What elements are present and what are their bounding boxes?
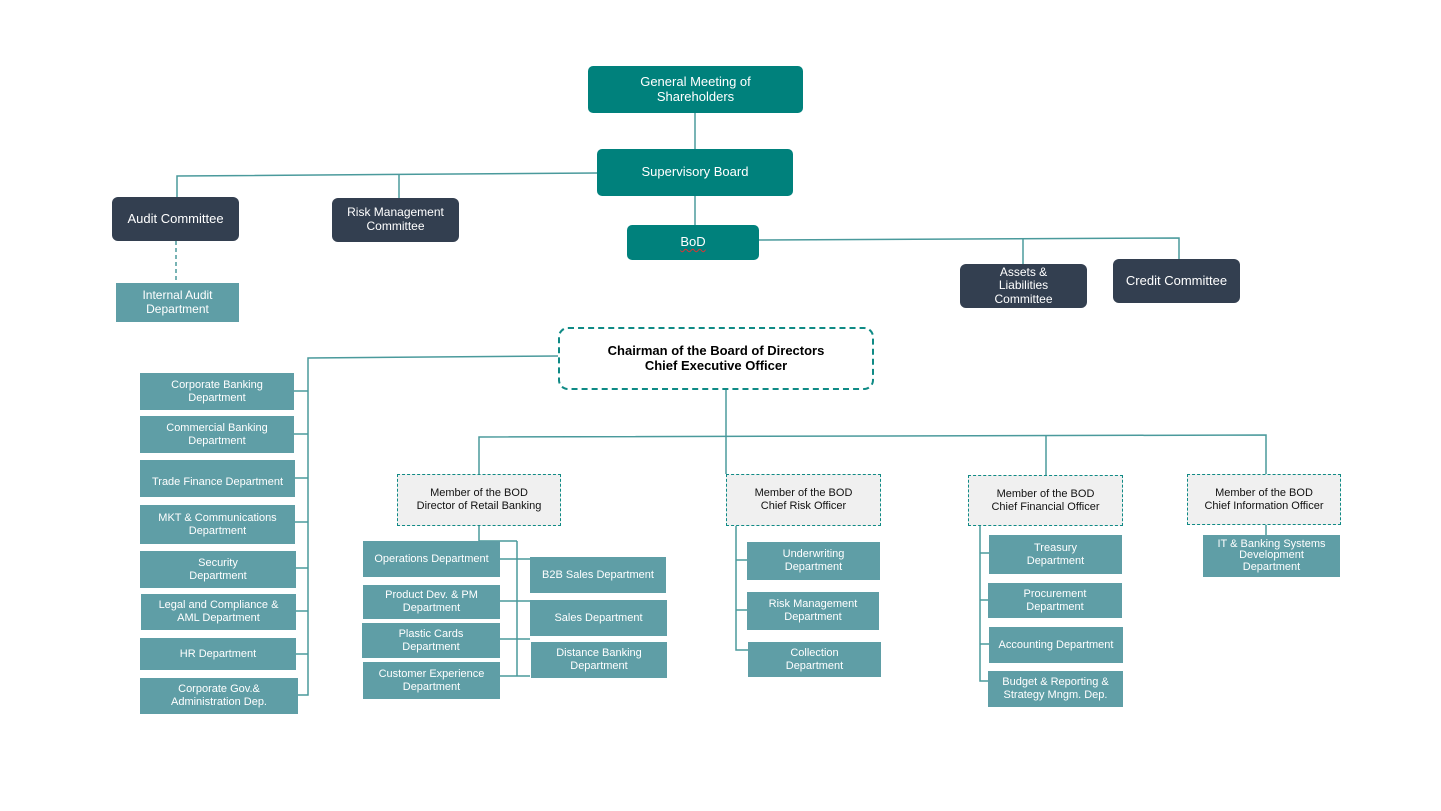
risk-management-committee-box: Risk Management Committee: [332, 198, 459, 242]
ceo-department: Commercial Banking Department: [140, 416, 294, 453]
cio-box: Member of the BOD Chief Information Offi…: [1187, 474, 1341, 525]
retail-department: Customer Experience Department: [363, 662, 500, 699]
ceo-department: MKT & Communications Department: [140, 505, 295, 544]
risk-department: Underwriting Department: [747, 542, 880, 580]
ceo-box: Chairman of the Board of Directors Chief…: [558, 327, 874, 390]
ceo-department: Trade Finance Department: [140, 460, 295, 497]
bod-label: BoD: [680, 234, 706, 250]
connector: [758, 237, 1180, 259]
ceo-department: Corporate Gov.& Administration Dep.: [140, 678, 298, 714]
audit-committee-box: Audit Committee: [112, 197, 239, 241]
connector: [298, 355, 559, 696]
risk-department: Risk Management Department: [747, 592, 879, 630]
connector: [176, 172, 598, 197]
retail-director-box: Member of the BOD Director of Retail Ban…: [397, 474, 561, 526]
retail-department: Sales Department: [530, 600, 667, 636]
bod-box: BoD: [627, 225, 759, 260]
connector: [979, 526, 988, 682]
internal-audit-box: Internal Audit Department: [116, 283, 239, 322]
general-meeting-box: General Meeting of Shareholders: [588, 66, 803, 113]
retail-department: Product Dev. & PM Department: [363, 585, 500, 619]
finance-department: Procurement Department: [988, 583, 1122, 618]
ceo-department: Legal and Compliance & AML Department: [141, 594, 296, 630]
retail-department: Operations Department: [363, 541, 500, 577]
finance-department: Budget & Reporting & Strategy Mngm. Dep.: [988, 671, 1123, 707]
finance-department: Treasury Department: [989, 535, 1122, 574]
cro-box: Member of the BOD Chief Risk Officer: [726, 474, 881, 526]
ceo-department: Security Department: [140, 551, 296, 588]
credit-committee-box: Credit Committee: [1113, 259, 1240, 303]
retail-department: Plastic Cards Department: [362, 623, 500, 658]
risk-department: Collection Department: [748, 642, 881, 677]
retail-department: B2B Sales Department: [530, 557, 666, 593]
ceo-department: Corporate Banking Department: [140, 373, 294, 410]
retail-department: Distance Banking Department: [531, 642, 667, 678]
finance-department: Accounting Department: [989, 627, 1123, 663]
connector: [735, 526, 748, 651]
ceo-department: HR Department: [140, 638, 296, 670]
alco-box: Assets & Liabilities Committee: [960, 264, 1087, 308]
connector: [478, 434, 1267, 474]
supervisory-board-box: Supervisory Board: [597, 149, 793, 196]
cfo-box: Member of the BOD Chief Financial Office…: [968, 475, 1123, 526]
it-department: IT & Banking Systems Development Departm…: [1203, 535, 1340, 577]
